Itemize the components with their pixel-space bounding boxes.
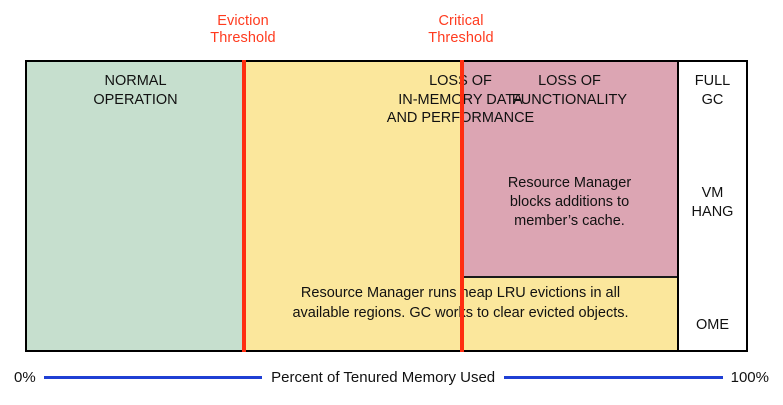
band-normal-operation: NORMAL OPERATION — [27, 62, 244, 350]
band-normal-operation-title-line1: NORMAL — [104, 73, 167, 89]
band-loss-of-functionality-title-line2: FUNCTIONALITY — [511, 91, 628, 108]
gc-state-vm-hang-line2: HANG — [691, 203, 734, 220]
gc-state-full-gc-line2: GC — [701, 91, 724, 108]
critical-threshold-label-line2: Threshold — [428, 30, 494, 46]
band-loss-of-functionality-title: LOSS OF FUNCTIONALITY — [462, 72, 677, 109]
axis-start-label: 0% — [14, 368, 36, 386]
gc-state-vm-hang-line1: VM — [701, 185, 724, 201]
band-loss-of-functionality-note-line2: blocks additions to — [509, 194, 630, 210]
axis-end-label: 100% — [730, 368, 769, 386]
critical-threshold-label: Critical Threshold — [401, 13, 521, 47]
gc-state-ome-line1: OME — [695, 317, 730, 333]
memory-bands-frame: NORMAL OPERATION LOSS OF IN-MEMORY DATA … — [25, 60, 748, 352]
critical-threshold-line — [460, 60, 464, 352]
band-normal-operation-title-line2: OPERATION — [93, 91, 178, 108]
band-loss-of-functionality-note: Resource Manager blocks additions to mem… — [462, 174, 677, 231]
eviction-threshold-line — [242, 60, 246, 352]
band-loss-of-functionality: LOSS OF FUNCTIONALITY Resource Manager b… — [462, 62, 677, 278]
axis-line-left — [43, 375, 263, 379]
band-normal-operation-title: NORMAL OPERATION — [27, 72, 244, 109]
band-loss-of-functionality-note-line1: Resource Manager — [507, 175, 632, 191]
gc-state-ome: OME — [679, 316, 746, 335]
gc-state-full-gc-line1: FULL — [694, 73, 731, 89]
eviction-threshold-label-line1: Eviction — [217, 13, 269, 29]
gc-state-vm-hang: VM HANG — [679, 184, 746, 221]
gc-states-column: FULL GC VM HANG OME — [677, 62, 746, 350]
band-loss-of-functionality-note-line3: member’s cache. — [514, 213, 625, 229]
eviction-threshold-label: Eviction Threshold — [183, 13, 303, 47]
axis-caption: Percent of Tenured Memory Used — [271, 368, 496, 386]
memory-axis: 0% Percent of Tenured Memory Used 100% — [0, 362, 783, 392]
band-loss-of-functionality-title-line1: LOSS OF — [538, 73, 601, 89]
axis-line-right — [504, 375, 723, 379]
eviction-threshold-label-line2: Threshold — [210, 30, 276, 46]
critical-threshold-label-line1: Critical — [438, 13, 484, 29]
gc-state-full-gc: FULL GC — [679, 72, 746, 109]
